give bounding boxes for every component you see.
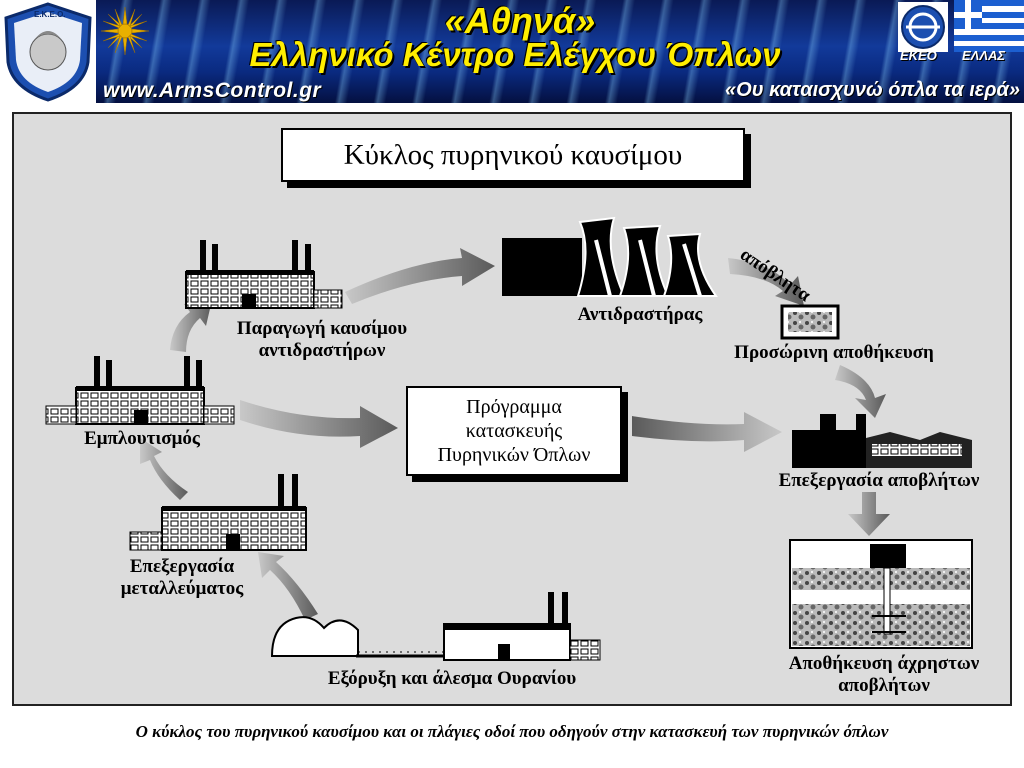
banner-subtitle: Ελληνικό Κέντρο Ελέγχου Όπλων (249, 36, 781, 73)
label-disposal: Αποθήκευση άχρηστων αποβλήτων (788, 653, 980, 696)
arrow-enrichment-to-fuel (170, 300, 212, 352)
slide-caption: Ο κύκλος του πυρηνικού καυσίμου και οι π… (135, 722, 889, 741)
ekeo-emblem-logo: Ε.Κ.Ε.Ο. (0, 0, 96, 103)
reactor-cooling-towers-icon (502, 216, 718, 297)
cycle-arrows (140, 248, 890, 620)
label-interim-storage: Προσώρινη αποθήκευση (734, 342, 934, 363)
label-mining: Εξόρυξη και άλεσμα Ουρανίου (327, 668, 577, 689)
label-enrichment: Εμπλουτισμός (84, 428, 200, 449)
enrichment-factory-icon (45, 356, 235, 425)
greek-flag-icon (954, 0, 1024, 52)
waste-processing-plant-icon (792, 414, 972, 468)
arrow-fuel-to-reactor (345, 248, 495, 304)
arrow-mining-to-ore (258, 552, 318, 620)
fuel-production-factory-icon (185, 240, 343, 309)
arrow-storage-to-processing (835, 365, 886, 418)
banner-title: «Αθηνά» (444, 0, 596, 41)
weapons-program-box: Πρόγραμμα κατασκευής Πυρηνικών Όπλων (406, 386, 622, 476)
arrow-processing-to-program (632, 412, 782, 452)
label-fuel-production: Παραγωγή καυσίμου αντιδραστήρων (236, 318, 408, 361)
arrow-reactor-waste (728, 258, 804, 306)
uranium-mine-mill-icon (270, 592, 601, 661)
program-line-1: Πρόγραμμα (466, 396, 562, 418)
program-line-2: κατασκευής (465, 420, 563, 442)
label-reactor: Αντιδραστήρας (577, 304, 703, 325)
banner-motto: «Ου καταισχυνώ όπλα τα ιερά» (725, 79, 1020, 101)
emblem-text: Ε.Κ.Ε.Ο. (34, 10, 66, 19)
program-line-3: Πυρηνικών Όπλων (437, 444, 591, 466)
ekeo-badge-label: ΕΚΕΟ (900, 48, 937, 63)
vergina-sun-icon (100, 6, 150, 56)
website-link[interactable]: www.ArmsControl.gr (103, 79, 322, 102)
header-banner: Ε.Κ.Ε.Ο. «Αθηνά» Ελληνικό Κέντρο Ελέγχου… (0, 0, 1024, 103)
country-badge-label: ΕΛΛΑΣ (962, 48, 1006, 63)
arrow-ore-to-enrichment (140, 438, 188, 500)
ore-processing-factory-icon (129, 474, 307, 551)
ekeo-badge: ΕΚΕΟ (896, 0, 950, 70)
waste-disposal-repository-icon (789, 539, 973, 649)
arrow-enrichment-to-program (240, 400, 398, 448)
label-ore-processing: Επεξεργασία μεταλλεύματος (120, 556, 244, 599)
arrow-processing-to-disposal (848, 492, 890, 536)
label-waste-processing: Επεξεργασία αποβλήτων (778, 470, 980, 491)
greek-flag-badge: ΕΛΛΑΣ (954, 0, 1024, 70)
interim-storage-icon (780, 304, 840, 340)
banner-light-streaks (95, 0, 1024, 103)
diagram-title: Κύκλος πυρηνικού καυσίμου (281, 128, 745, 182)
